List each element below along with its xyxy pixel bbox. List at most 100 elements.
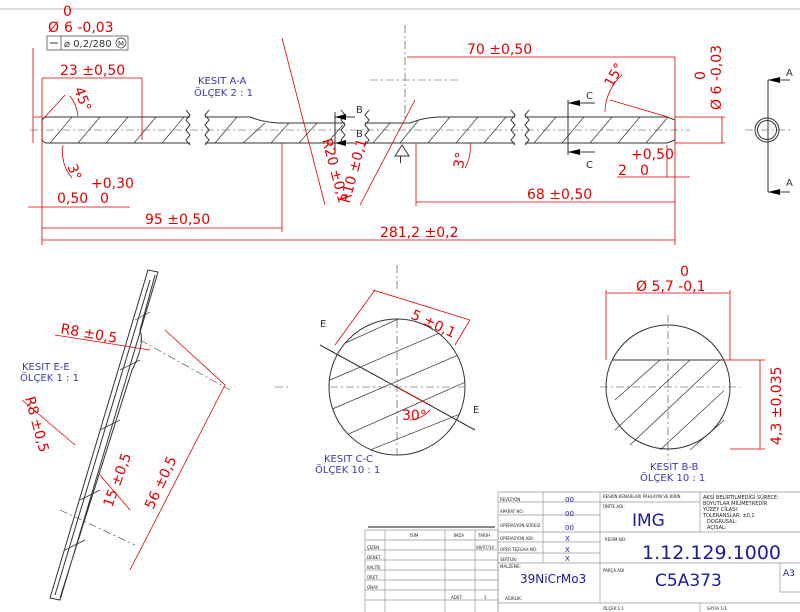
break-lines bbox=[185, 109, 530, 146]
diameter-tol-top: 0 bbox=[63, 4, 72, 20]
header-tarih: TARİH bbox=[477, 533, 490, 538]
aparat-label: APARAT NO: bbox=[500, 509, 524, 514]
header-imza: İMZA bbox=[454, 533, 464, 538]
row-denet: DENET. bbox=[367, 555, 381, 560]
section-b-label-bottom: B bbox=[356, 129, 363, 140]
datum-triangle bbox=[394, 144, 410, 157]
dim-43: 4,3 ±0,035 bbox=[769, 366, 785, 445]
row-onay: ONAY. bbox=[367, 585, 379, 590]
shaft-segment-3 bbox=[365, 116, 515, 144]
revizyon: 00 bbox=[565, 496, 574, 504]
operasyon-adi: X bbox=[565, 535, 570, 543]
main-view: I B B C C A A 0 Ø 6 -0,03 ⌀ 0,2/280 M 23… bbox=[28, 4, 793, 245]
sayfa-label: SAYFA 1/1 bbox=[707, 606, 727, 611]
dim-2-zero: 0 bbox=[640, 163, 649, 179]
section-b-view: 0 Ø 5,7 -0,1 4,3 ±0,035 KESIT B-B ÖLÇEK … bbox=[600, 264, 785, 484]
tezgah: X bbox=[565, 546, 570, 554]
title-block: İSİM İMZA TARİH ÇİZEN DENET. KALİTE ÜRET… bbox=[364, 491, 800, 612]
resim-label: RESİM NO: bbox=[605, 537, 626, 542]
dim-2: 2 bbox=[618, 163, 627, 179]
sertlik-label: SERTLİK: bbox=[500, 557, 517, 562]
note-3: TOLERANSLAR: ±0,1 bbox=[702, 513, 755, 519]
dim-15: 15 ±0,5 bbox=[101, 451, 135, 509]
section-b-scale: ÖLÇEK 10 : 1 bbox=[640, 471, 705, 484]
section-e-scale: ÖLÇEK 1 : 1 bbox=[20, 371, 79, 384]
aparat: 00 bbox=[565, 510, 574, 518]
mmc-modifier: M bbox=[118, 40, 124, 48]
diameter-left: 6 -0,03 bbox=[64, 20, 114, 36]
section-e-label-bottom: E bbox=[473, 405, 479, 416]
agirlik-label: AĞIRLIK: bbox=[505, 596, 522, 601]
operasyon-suresi-label: OPERASYON SÜRESİ bbox=[500, 523, 540, 528]
section-a-label-top: A bbox=[786, 68, 793, 79]
dim-050: 0,50 bbox=[57, 191, 88, 207]
r8-left: R8 ±0,5 bbox=[21, 395, 51, 454]
note-4: DOĞRUSAL: bbox=[707, 518, 737, 525]
diameter-symbol: Ø bbox=[48, 20, 59, 36]
diameter-right: Ø 6 -0,03 bbox=[709, 45, 725, 110]
kenar-note: KESKİN KENARLARI PAHLAYIN VE KIRIN bbox=[603, 494, 681, 499]
section-b-diameter: Ø 5,7 -0,1 bbox=[636, 279, 706, 295]
dim-68: 68 ±0,50 bbox=[527, 187, 592, 203]
section-a-scale: ÖLÇEK 2 : 1 bbox=[194, 86, 253, 99]
malzeme: 39NiCrMo3 bbox=[520, 572, 586, 586]
r8-top: R8 ±0,5 bbox=[59, 321, 118, 347]
diameter-right-tol: 0 bbox=[693, 71, 709, 80]
section-b-tol-zero: 0 bbox=[680, 264, 689, 280]
hatching bbox=[49, 116, 669, 144]
section-c-label-bottom: C bbox=[586, 160, 593, 171]
resim: 1.12.129.1000 bbox=[642, 542, 781, 564]
straightness-value: ⌀ 0,2/280 bbox=[64, 39, 112, 50]
section-c-title: KESIT C-C bbox=[324, 454, 373, 465]
datum-label: I bbox=[399, 155, 402, 166]
tol-030: +0,30 bbox=[91, 176, 134, 192]
section-b-label-top: B bbox=[356, 105, 363, 116]
dim-70: 70 ±0,50 bbox=[467, 42, 532, 58]
row-kalite: KALİTE bbox=[367, 565, 381, 570]
tezgah-label: OPER.TEZGAH NO: bbox=[500, 547, 537, 552]
tol-plus050: +0,50 bbox=[631, 147, 674, 163]
section-a-label-bottom: A bbox=[786, 178, 793, 189]
section-a-marker bbox=[767, 79, 790, 193]
header-isim: İSİM bbox=[410, 533, 419, 538]
section-e-label-top: E bbox=[320, 319, 326, 330]
sheet-size: A3 bbox=[783, 569, 795, 579]
straightness-frame bbox=[46, 35, 129, 51]
section-e-view: KESIT E-E ÖLÇEK 1 : 1 R8 ±0,5 R8 ±0,5 15… bbox=[20, 269, 231, 601]
parca: C5A373 bbox=[655, 571, 722, 591]
row-cizen: ÇİZEN bbox=[367, 545, 379, 550]
unite: IMG bbox=[632, 511, 665, 531]
angle-15: 15° bbox=[602, 60, 628, 90]
malzeme-label: MALZEME: bbox=[500, 564, 521, 569]
note-2: YÜZEY CİLASI: bbox=[702, 506, 739, 513]
section-c-scale: ÖLÇEK 10 : 1 bbox=[315, 463, 380, 476]
angle-30: 30° bbox=[402, 408, 427, 424]
parca-label: PARÇA ADI bbox=[603, 568, 624, 573]
dim-050-zero: 0 bbox=[100, 191, 109, 207]
angle-3-right: 3° bbox=[451, 151, 470, 169]
row-uret: ÜRET. bbox=[367, 575, 378, 580]
note-5: AÇISAL: bbox=[707, 525, 727, 531]
note-1: BOYUTLAR MİLİMETREDİR bbox=[703, 500, 768, 507]
note-0: AKSİ BELİRTİLMEDİĞİ SÜRECE: bbox=[703, 494, 779, 501]
date: 08/07/14 bbox=[476, 545, 494, 550]
olcek-label: ÖLÇEK:1:1 bbox=[603, 606, 625, 611]
angle-45: 45° bbox=[70, 85, 94, 114]
unite-label: ÜNİTE ADI: bbox=[603, 504, 625, 509]
section-b-title: KESIT B-B bbox=[650, 462, 699, 473]
sertlik: X bbox=[565, 555, 570, 563]
section-c-marker bbox=[567, 100, 595, 155]
section-a-title: KESIT A-A bbox=[198, 76, 246, 87]
angle-3-left: 3° bbox=[63, 162, 83, 182]
dim-23: 23 ±0,50 bbox=[60, 63, 125, 79]
dim-95: 95 ±0,50 bbox=[145, 212, 210, 228]
dim-5: 5 ±0,1 bbox=[408, 307, 458, 342]
dim-281: 281,2 ±0,2 bbox=[380, 225, 459, 241]
section-c-label-top: C bbox=[586, 91, 593, 102]
adet-label: ADET: bbox=[451, 595, 463, 600]
operasyon-adi-label: OPERASYON ADI: bbox=[500, 536, 534, 541]
section-c-view: E E 5 ±0,1 30° KESIT C-C ÖLÇEK 10 : 1 bbox=[275, 265, 479, 476]
adet: 1 bbox=[484, 595, 487, 600]
section-e-title: KESIT E-E bbox=[22, 362, 70, 373]
